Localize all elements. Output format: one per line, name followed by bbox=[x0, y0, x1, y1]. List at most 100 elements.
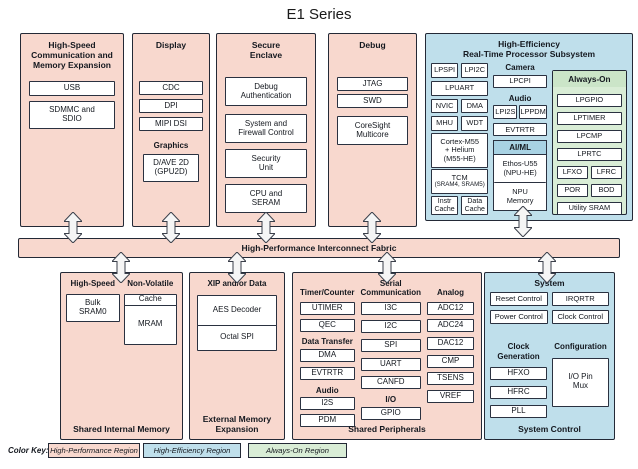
pll-box: PLL bbox=[490, 405, 547, 419]
ethos-u55-box: Ethos-U55 (NPU-HE) bbox=[494, 155, 546, 184]
he-media-column: Camera LPCPI Audio LPI2S LPPDM EVTRTR AI… bbox=[493, 63, 547, 215]
spi-box: SPI bbox=[360, 339, 421, 352]
power-control-box: Power Control bbox=[490, 310, 548, 325]
block-title: Always-On bbox=[552, 71, 626, 88]
color-key-label: Color Key: bbox=[8, 446, 49, 455]
bidirectional-arrow bbox=[363, 212, 381, 243]
system-control-columns: Clock Generation HFXO HFRC PLL Configura… bbox=[485, 342, 614, 419]
lpuart-box: LPUART bbox=[431, 81, 489, 97]
audio-label: Audio bbox=[508, 93, 532, 103]
block-secure-enclave: Secure Enclave Debug Authentication Syst… bbox=[216, 33, 316, 227]
block-title: High-Speed Communication and Memory Expa… bbox=[31, 40, 113, 71]
block-footer: Shared Peripherals bbox=[348, 424, 426, 435]
block-always-on: Always-On LPGPIO LPTIMER LPCMP LPRTC LFX… bbox=[551, 70, 627, 216]
interconnect-fabric-bar: High-Performance Interconnect Fabric bbox=[18, 238, 620, 258]
nvic-box: NVIC bbox=[431, 99, 459, 114]
diagram-title: E1 Series bbox=[286, 6, 352, 23]
lfxo-lfrc-row: LFXO LFRC bbox=[556, 166, 623, 180]
por-box: POR bbox=[556, 184, 588, 198]
bidirectional-arrow bbox=[112, 252, 130, 283]
mram-box: MRAM bbox=[123, 304, 177, 345]
system-firewall-control-box: System and Firewall Control bbox=[225, 114, 307, 144]
qec-box: QEC bbox=[300, 319, 355, 332]
high-speed-memory-column: High-Speed Bulk SRAM0 bbox=[66, 279, 120, 345]
canfd-box: CANFD bbox=[360, 376, 421, 389]
evtrtr-transfer-box: EVTRTR bbox=[300, 366, 355, 380]
xip-data-label: XIP and/or Data bbox=[207, 279, 267, 288]
swd-box: SWD bbox=[337, 94, 408, 109]
lpi2c-box: LPI2C bbox=[461, 63, 489, 79]
lpgpio-box: LPGPIO bbox=[556, 94, 622, 108]
bod-box: BOD bbox=[590, 184, 623, 198]
configuration-label: Configuration bbox=[554, 342, 607, 352]
clock-control-box: Clock Control bbox=[551, 310, 609, 325]
serial-communication-column: Serial Communication I3C I2C SPI UART CA… bbox=[360, 278, 421, 427]
he-subsystem-columns: LPSPI LPI2C LPUART NVIC DMA MHU WDT Cort… bbox=[426, 63, 632, 216]
system-control-grid: Reset Control IRQRTR Power Control Clock… bbox=[485, 292, 614, 325]
legend-high-performance: High-Performance Region bbox=[48, 443, 140, 458]
block-system-control: System Reset Control IRQRTR Power Contro… bbox=[484, 272, 615, 440]
lpspi-lpi2c-row: LPSPI LPI2C bbox=[431, 63, 489, 79]
serial-communication-label: Serial Communication bbox=[360, 278, 421, 298]
aes-decoder-box: AES Decoder bbox=[197, 294, 277, 326]
block-title: Display bbox=[155, 40, 187, 50]
lpcmp-box: LPCMP bbox=[556, 130, 622, 144]
analog-label: Analog bbox=[436, 288, 465, 298]
he-core-column: LPSPI LPI2C LPUART NVIC DMA MHU WDT Cort… bbox=[431, 63, 489, 216]
lppdm-box: LPPDM bbox=[519, 105, 547, 120]
i2c-box: I2C bbox=[360, 320, 421, 333]
utility-sram-box: Utility SRAM bbox=[556, 202, 622, 216]
clock-generation-label: Clock Generation bbox=[497, 342, 540, 361]
utimer-box: UTIMER bbox=[300, 302, 355, 315]
octal-spi-box: Octal SPI bbox=[197, 324, 277, 351]
analog-column: Analog ADC12 ADC24 DAC12 CMP TSENS VREF bbox=[426, 278, 474, 427]
aiml-label: AI/ML bbox=[494, 141, 546, 156]
lpi2s-lppdm-row: LPI2S LPPDM bbox=[493, 105, 547, 120]
tcm-sub-label: (SRAM4, SRAM5) bbox=[434, 181, 485, 189]
io-pin-mux-box: I/O Pin Mux bbox=[552, 357, 609, 407]
cmp-box: CMP bbox=[426, 355, 474, 368]
block-high-speed-communication: High-Speed Communication and Memory Expa… bbox=[20, 33, 124, 227]
lpi2s-box: LPI2S bbox=[493, 105, 518, 120]
block-footer: Shared Internal Memory bbox=[73, 424, 170, 435]
camera-label: Camera bbox=[505, 63, 535, 73]
shared-peripherals-columns: Timer/Counter UTIMER QEC Data Transfer D… bbox=[293, 278, 481, 428]
high-speed-label: High-Speed bbox=[70, 279, 115, 288]
aiml-panel: AI/ML Ethos-U55 (NPU-HE) NPU Memory bbox=[493, 140, 547, 212]
clock-generation-column: Clock Generation HFXO HFRC PLL bbox=[490, 342, 547, 419]
dac12-box: DAC12 bbox=[426, 337, 474, 350]
cdc-box: CDC bbox=[139, 81, 203, 96]
evtrtr-box: EVTRTR bbox=[493, 123, 547, 137]
cpu-seram-box: CPU and SERAM bbox=[225, 184, 307, 214]
adc24-box: ADC24 bbox=[426, 319, 474, 332]
pdm-box: PDM bbox=[300, 414, 355, 428]
legend-always-on: Always-On Region bbox=[248, 443, 347, 458]
non-volatile-memory-column: Non-Volatile Cache MRAM bbox=[123, 279, 177, 345]
system-label: System bbox=[534, 278, 565, 288]
mhu-box: MHU bbox=[431, 116, 459, 132]
i2s-box: I2S bbox=[300, 397, 355, 411]
wdt-box: WDT bbox=[461, 116, 489, 132]
cortex-m55-box: Cortex-M55 + Helium (M55-HE) bbox=[431, 133, 489, 169]
block-shared-internal-memory: High-Speed Bulk SRAM0 Non-Volatile Cache… bbox=[60, 272, 183, 440]
mhu-wdt-row: MHU WDT bbox=[431, 116, 489, 132]
block-footer: External Memory Expansion bbox=[202, 414, 272, 435]
lptimer-box: LPTIMER bbox=[556, 112, 622, 126]
block-debug: Debug JTAG SWD CoreSight Multicore bbox=[328, 33, 417, 227]
graphics-label: Graphics bbox=[153, 141, 189, 151]
timer-counter-column: Timer/Counter UTIMER QEC Data Transfer D… bbox=[300, 278, 355, 428]
block-title: Secure Enclave bbox=[249, 40, 283, 61]
sdmmc-sdio-box: SDMMC and SDIO bbox=[29, 101, 115, 130]
block-title: Debug bbox=[359, 40, 386, 50]
debug-authentication-box: Debug Authentication bbox=[225, 77, 307, 107]
lfxo-box: LFXO bbox=[556, 166, 588, 180]
instr-cache-box: Instr Cache bbox=[431, 196, 459, 216]
gpio-box: GPIO bbox=[360, 406, 421, 420]
io-label: I/O bbox=[385, 395, 397, 404]
timer-counter-label: Timer/Counter bbox=[300, 288, 355, 298]
dma-transfer-box: DMA bbox=[300, 348, 355, 362]
shared-memory-columns: High-Speed Bulk SRAM0 Non-Volatile Cache… bbox=[61, 279, 182, 345]
cache-mram-stack: Cache MRAM bbox=[123, 293, 177, 345]
bidirectional-arrow bbox=[378, 252, 396, 283]
